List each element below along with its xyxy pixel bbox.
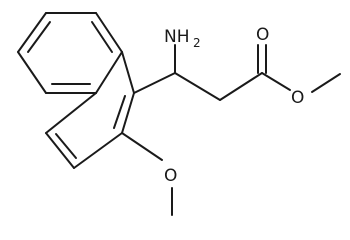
bond-double-c1-c2 bbox=[113, 95, 126, 129]
bond-c1-c2 bbox=[121, 92, 135, 134]
carbonyl-oxygen-label: O bbox=[256, 25, 269, 45]
bond-c1-calpha bbox=[133, 72, 176, 94]
bond-c4a-c1 bbox=[121, 51, 135, 94]
bond-c2-omethoxy bbox=[121, 132, 163, 161]
structure-canvas: NH 2 O O O bbox=[17, 12, 341, 216]
bond-double-c3-c4 bbox=[55, 133, 77, 159]
bond-c3-c4 bbox=[45, 132, 75, 169]
amine-label: NH bbox=[164, 27, 190, 47]
side-chain bbox=[121, 44, 341, 216]
bond-double-c4a-c8a bbox=[91, 21, 113, 53]
bond-ch2-ccarbonyl bbox=[219, 72, 263, 101]
bond-c7-c6 bbox=[17, 51, 47, 94]
naphthalene-ring-system bbox=[17, 12, 135, 169]
bond-c2-c3 bbox=[73, 132, 123, 169]
bond-c5-c4a bbox=[95, 51, 123, 94]
amine-subscript: 2 bbox=[193, 36, 201, 50]
bond-c4-c5 bbox=[45, 92, 97, 134]
bond-c4a-c8a bbox=[95, 12, 123, 53]
atom-labels: NH 2 O O O bbox=[164, 25, 304, 186]
bond-ccarbonyl-oester bbox=[261, 72, 291, 91]
bond-c8-c7 bbox=[17, 12, 47, 53]
bond-double-c8-c7 bbox=[27, 21, 51, 53]
bond-calpha-ch2 bbox=[174, 72, 221, 101]
methoxy-oxygen-label: O bbox=[164, 166, 177, 186]
bond-oester-ch3 bbox=[311, 73, 341, 93]
ester-oxygen-label: O bbox=[291, 88, 304, 108]
